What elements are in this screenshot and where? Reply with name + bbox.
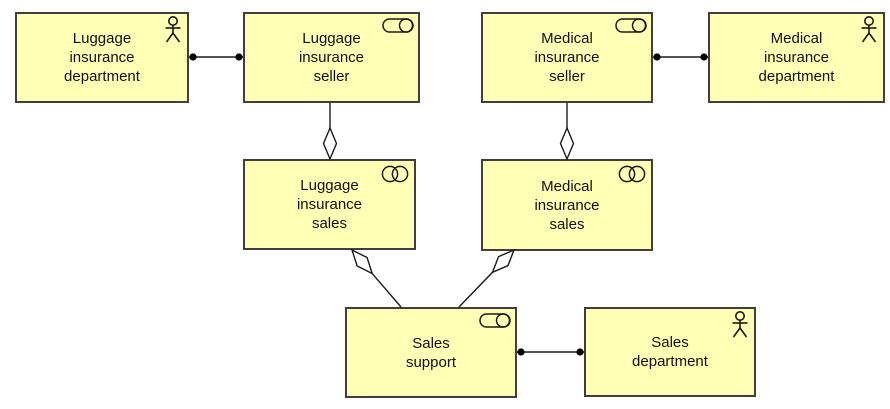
business-actor-icon	[163, 16, 183, 44]
relation-assignment-medical-seller-department[interactable]	[653, 53, 708, 61]
assignment-ball	[576, 348, 584, 356]
node-sales-department[interactable]: Sales department	[584, 307, 756, 397]
node-sales-support[interactable]: Sales support	[345, 307, 517, 398]
aggregation-diamond	[559, 126, 575, 161]
node-label: Medical insurance sales	[534, 177, 600, 233]
aggregation-diamond	[322, 126, 338, 161]
business-role-icon	[615, 18, 647, 33]
relation-aggregation-medical-sales-seller[interactable]	[559, 103, 575, 161]
node-label: Sales department	[632, 334, 708, 370]
business-actor-icon	[859, 16, 879, 44]
relation-assignment-luggage-department-seller[interactable]	[189, 53, 243, 61]
aggregation-diamond	[350, 248, 374, 275]
node-label: Luggage insurance sales	[296, 177, 363, 232]
relation-aggregation-luggage-sales-seller[interactable]	[322, 103, 338, 161]
relation-aggregation-medical-sales-support[interactable]	[458, 245, 519, 308]
assignment-ball	[189, 53, 197, 61]
assignment-ball	[700, 53, 708, 61]
node-medical-insurance-seller[interactable]: Medical insurance seller	[481, 12, 653, 103]
node-luggage-insurance-department[interactable]: Luggage insurance department	[15, 12, 189, 103]
business-role-icon	[382, 18, 414, 33]
business-collaboration-icon	[381, 165, 409, 183]
node-label: Luggage insurance seller	[298, 30, 365, 85]
business-role-icon	[479, 313, 511, 328]
aggregation-diamond	[491, 248, 516, 274]
node-label: Sales support	[405, 334, 457, 371]
assignment-ball	[517, 348, 525, 356]
assignment-ball	[235, 53, 243, 61]
business-collaboration-icon	[618, 165, 646, 183]
node-label: Luggage insurance department	[64, 30, 140, 85]
node-medical-insurance-sales[interactable]: Medical insurance sales	[481, 159, 653, 251]
node-label: Medical insurance department	[758, 30, 835, 85]
relation-aggregation-luggage-sales-support[interactable]	[347, 246, 402, 308]
node-medical-insurance-department[interactable]: Medical insurance department	[708, 12, 885, 103]
node-luggage-insurance-seller[interactable]: Luggage insurance seller	[243, 12, 420, 103]
assignment-ball	[653, 53, 661, 61]
relation-assignment-sales-support-department[interactable]	[517, 348, 584, 356]
node-luggage-insurance-sales[interactable]: Luggage insurance sales	[243, 159, 416, 250]
business-actor-icon	[730, 311, 750, 339]
node-label: Medical insurance seller	[534, 30, 600, 85]
